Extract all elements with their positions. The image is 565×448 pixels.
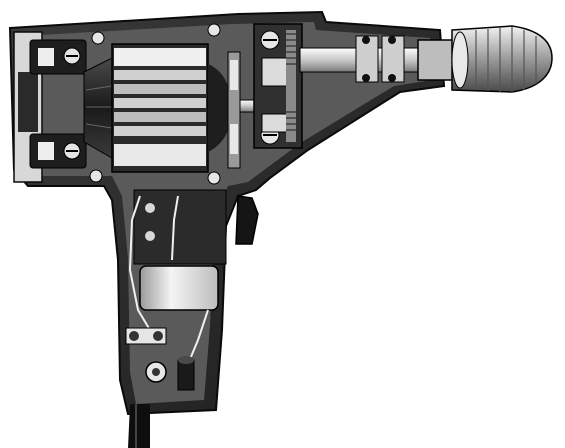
- cable-clamp: [125, 327, 167, 345]
- gearbox: [253, 23, 303, 149]
- suppressor: [177, 356, 195, 391]
- brush-holder-bottom: [29, 133, 87, 169]
- housing-screws: [89, 23, 221, 185]
- motor-armature: [111, 43, 232, 173]
- power-cord: [128, 404, 150, 448]
- spindle: [299, 35, 421, 83]
- internal-wiring: [128, 195, 209, 365]
- cooling-fan: [227, 51, 241, 169]
- trigger: [235, 195, 259, 245]
- capacitor: [139, 265, 219, 311]
- switch-block: [133, 189, 227, 265]
- brush-holder-top: [29, 39, 87, 75]
- commutator: [83, 57, 113, 159]
- drill-chuck: [417, 25, 553, 93]
- screw-terminal: [145, 361, 167, 383]
